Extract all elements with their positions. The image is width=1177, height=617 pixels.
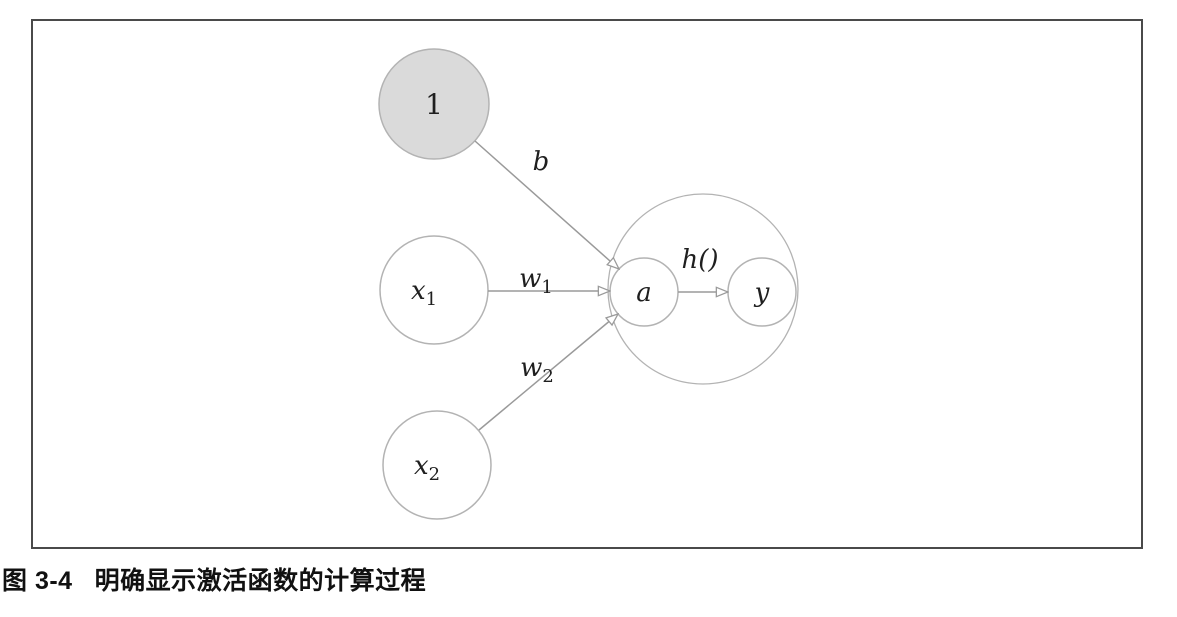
edge-bias-to-a: [474, 140, 619, 269]
a-node-label: a: [636, 278, 652, 308]
x2-base: x: [414, 451, 429, 481]
edge-label-b: b: [533, 147, 550, 177]
w1-base: w: [519, 264, 541, 294]
x2-node-label: x2: [414, 451, 440, 485]
y-node-label: y: [754, 278, 770, 308]
x2-subscript: 2: [429, 464, 440, 485]
x2-node-circle: [382, 410, 492, 520]
x1-subscript: 1: [426, 289, 437, 310]
w1-subscript: 1: [541, 277, 552, 298]
bias-node-circle: [378, 48, 490, 160]
edge-x2-to-a: [478, 314, 618, 431]
w2-base: w: [520, 353, 542, 383]
figure-caption-text: 明确显示激活函数的计算过程: [94, 567, 427, 595]
figure-caption: 图 3-4 明确显示激活函数的计算过程: [2, 561, 426, 597]
edge-label-w1: w1: [519, 264, 553, 298]
figure-caption-number: 图 3-4: [2, 567, 73, 595]
edge-label-h: h(): [681, 245, 718, 275]
x1-base: x: [411, 276, 426, 306]
edge-label-w2: w2: [520, 353, 554, 387]
w2-subscript: 2: [542, 366, 553, 387]
x1-node-label: x1: [411, 276, 437, 310]
x1-node-circle: [379, 235, 489, 345]
bias-node-label: 1: [425, 88, 443, 121]
figure-frame: [31, 19, 1143, 549]
